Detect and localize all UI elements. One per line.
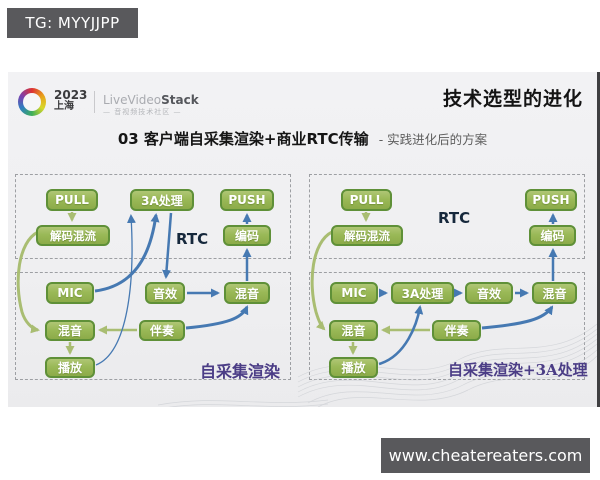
right-node-accomp: 伴奏 — [432, 320, 481, 341]
logo-divider — [94, 91, 95, 113]
logo-city: 上海 — [54, 100, 74, 112]
right-rtc-section-frame — [309, 174, 585, 259]
right-node-mix-top: 混音 — [532, 282, 577, 304]
slide-subtitle: 03 客户端自采集渲染+商业RTC传输 - 实践进化后的方案 — [8, 128, 597, 149]
left-rtc-label: RTC — [176, 230, 209, 248]
left-node-accomp: 伴奏 — [139, 320, 185, 341]
left-node-push: PUSH — [220, 189, 274, 211]
left-node-3a: 3A处理 — [130, 189, 194, 211]
left-node-effect: 音效 — [145, 282, 185, 304]
left-node-mix-top: 混音 — [224, 282, 270, 304]
left-node-decode-mix: 解码混流 — [36, 225, 110, 246]
right-node-3a: 3A处理 — [391, 282, 454, 304]
left-node-pull: PULL — [46, 189, 98, 211]
top-watermark-badge: TG: MYYJJPP — [7, 8, 138, 38]
left-node-mic: MIC — [46, 282, 94, 304]
subtitle-main: 03 客户端自采集渲染+商业RTC传输 — [117, 130, 369, 148]
right-rtc-label: RTC — [438, 209, 471, 227]
right-node-push: PUSH — [525, 189, 577, 211]
left-node-encode: 编码 — [223, 225, 271, 246]
right-node-play: 播放 — [329, 357, 378, 378]
right-node-pull: PULL — [341, 189, 392, 211]
subtitle-note: - 实践进化后的方案 — [378, 132, 488, 147]
brand-wordmark: LiveVideoStack — 音视频技术社区 — — [103, 90, 199, 116]
right-node-decode-mix: 解码混流 — [331, 225, 403, 246]
right-node-mix-left: 混音 — [329, 320, 378, 341]
brand-bold-part: Stack — [161, 93, 199, 107]
brand-name: LiveVideoStack — [103, 90, 199, 108]
right-node-encode: 编码 — [529, 225, 576, 246]
right-node-effect: 音效 — [465, 282, 513, 304]
left-node-mix-left: 混音 — [45, 320, 95, 341]
right-caption: 自采集渲染+3A处理 — [448, 361, 588, 379]
brand-light-part: LiveVideo — [103, 93, 162, 107]
right-node-mic: MIC — [330, 282, 378, 304]
brand-tagline: — 音视频技术社区 — — [103, 107, 182, 116]
slide: 2023 上海 LiveVideoStack — 音视频技术社区 — 技术选型的… — [8, 72, 600, 407]
livevideostack-logo-icon — [18, 88, 46, 116]
logo-year-city: 2023 上海 — [54, 89, 87, 112]
logo-year: 2023 — [54, 88, 88, 102]
bottom-watermark-badge: www.cheatereaters.com — [381, 438, 590, 473]
left-rtc-section-frame — [15, 174, 291, 259]
slide-title: 技术选型的进化 — [442, 88, 583, 110]
left-caption: 自采集渲染 — [200, 362, 281, 381]
left-node-play: 播放 — [45, 357, 95, 378]
